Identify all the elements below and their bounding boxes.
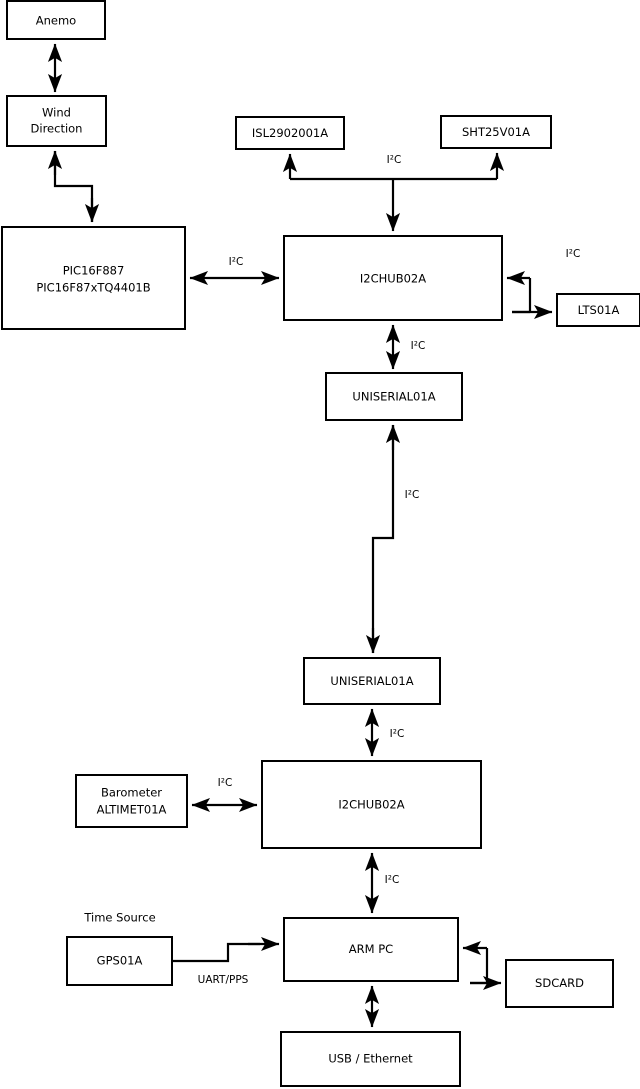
node-pic-label-line1: PIC16F887 [63, 264, 125, 278]
node-wind-direction-box[interactable] [6, 95, 107, 147]
edge-uniserial-uniserial-path [371, 425, 395, 653]
node-anemo[interactable]: Anemo [6, 0, 106, 40]
connection-gps-armpc [172, 936, 280, 963]
node-i2chub02a-bottom-label: I2CHUB02A [338, 798, 404, 812]
node-lts01a-box[interactable] [556, 293, 640, 327]
node-anemo-label: Anemo [36, 14, 76, 28]
label-i2c-lts: I²C [566, 248, 581, 260]
label-i2c-uniserial-uniserial: I²C [405, 489, 420, 501]
edge-wind-pic-path [53, 151, 94, 222]
node-i2chub02a-bottom-box[interactable] [261, 760, 482, 849]
edge-gps-armpc-path [172, 942, 260, 963]
node-sdcard[interactable]: SDCARD [505, 959, 614, 1008]
node-uniserial01a-bottom-label: UNISERIAL01A [330, 674, 413, 688]
label-uart-pps: UART/PPS [198, 974, 249, 986]
node-wind-direction-label-line2: Direction [31, 122, 83, 136]
label-i2c-hub-uniserial: I²C [411, 340, 426, 352]
node-lts01a-label: LTS01A [578, 303, 620, 317]
node-usb-ethernet-box[interactable] [280, 1031, 461, 1087]
node-arm-pc-box[interactable] [283, 917, 459, 982]
node-isl2902001a-box[interactable] [235, 116, 345, 150]
node-uniserial01a-bottom[interactable]: UNISERIAL01A [303, 657, 441, 705]
node-gps01a-box[interactable] [66, 936, 173, 986]
node-uniserial01a-top-label: UNISERIAL01A [352, 390, 435, 404]
node-sdcard-label: SDCARD [535, 976, 584, 990]
node-i2chub02a-top[interactable]: I2CHUB02A [283, 235, 503, 321]
node-pic-microcontroller-box[interactable] [1, 226, 186, 330]
label-i2c-hub-armpc: I²C [385, 874, 400, 886]
node-anemo-box[interactable] [6, 0, 106, 40]
node-arm-pc-label: ARM PC [349, 942, 393, 956]
node-sht25v01a[interactable]: SHT25V01A [440, 115, 552, 149]
node-isl2902001a[interactable]: ISL2902001A [235, 116, 345, 150]
label-time-source: Time Source [83, 911, 155, 925]
node-barometer-box[interactable] [75, 774, 188, 828]
connection-uniserial-uniserial [365, 424, 401, 654]
label-i2c-barometer: I²C [218, 777, 233, 789]
node-arm-pc[interactable]: ARM PC [283, 917, 459, 982]
node-i2chub02a-top-box[interactable] [283, 235, 503, 321]
node-usb-ethernet[interactable]: USB / Ethernet [280, 1031, 461, 1087]
node-gps01a[interactable]: GPS01A [66, 936, 173, 986]
node-sht25v01a-box[interactable] [440, 115, 552, 149]
node-barometer-label-line2: ALTIMET01A [97, 803, 167, 817]
label-i2c-pic-hub: I²C [229, 256, 244, 268]
node-uniserial01a-top[interactable]: UNISERIAL01A [325, 372, 463, 421]
node-barometer[interactable]: Barometer ALTIMET01A [75, 774, 188, 828]
connection-hub-sensors-bus [282, 152, 505, 232]
node-pic-microcontroller[interactable]: PIC16F887 PIC16F87xTQ4401B [1, 226, 186, 330]
node-i2chub02a-bottom[interactable]: I2CHUB02A [261, 760, 482, 849]
node-gps01a-label: GPS01A [97, 954, 143, 968]
node-lts01a[interactable]: LTS01A [556, 293, 640, 327]
node-uniserial01a-top-box[interactable] [325, 372, 463, 421]
label-i2c-uniserial-hub: I²C [390, 728, 405, 740]
node-barometer-label-line1: Barometer [101, 786, 162, 800]
label-i2c-sensor-bus: I²C [387, 154, 402, 166]
connection-hub-lts [506, 270, 553, 320]
node-isl2902001a-label: ISL2902001A [252, 126, 328, 140]
node-sht25v01a-label: SHT25V01A [462, 125, 530, 139]
node-sdcard-box[interactable] [505, 959, 614, 1008]
node-pic-label-line2: PIC16F87xTQ4401B [36, 281, 150, 295]
node-wind-direction-label-line1: Wind [42, 106, 71, 120]
node-wind-direction[interactable]: Wind Direction [6, 95, 107, 147]
node-i2chub02a-top-label: I2CHUB02A [360, 272, 426, 286]
connection-wind-pic [47, 150, 100, 223]
node-usb-ethernet-label: USB / Ethernet [328, 1052, 413, 1066]
node-uniserial01a-bottom-box[interactable] [303, 657, 441, 705]
connection-armpc-sdcard [462, 940, 502, 991]
